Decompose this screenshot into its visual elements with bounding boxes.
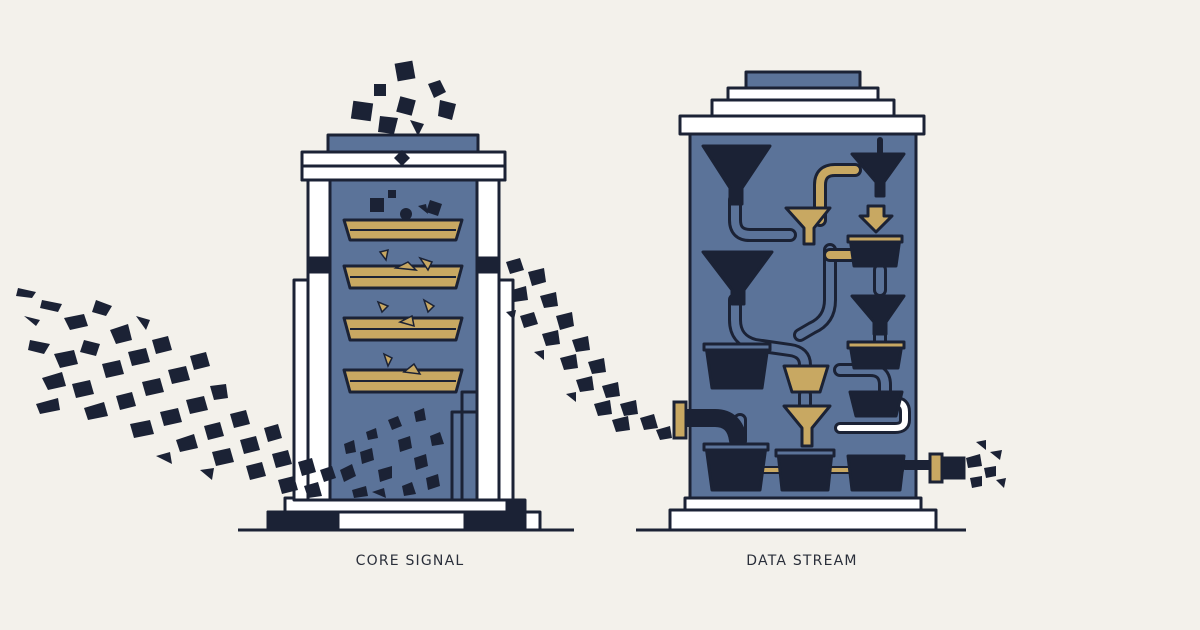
right-tower-top — [744, 70, 862, 90]
down-arrow-icon — [858, 204, 894, 234]
hopper-gold — [782, 364, 830, 394]
funnel-mid-left — [701, 250, 774, 306]
funnel-top-left — [701, 144, 772, 206]
data-stream-label: DATA STREAM — [746, 553, 858, 569]
containers — [702, 234, 906, 492]
sorting-trays — [342, 218, 464, 394]
funnel-right-mid — [850, 294, 906, 336]
bucket-bottom-mid — [776, 450, 834, 492]
inlet-flange — [672, 400, 688, 440]
left-column — [306, 173, 332, 502]
left-fragment-stream — [16, 288, 336, 498]
left-base-block — [266, 510, 340, 532]
middle-fragment-stream — [506, 258, 672, 440]
funnel-top-right — [850, 152, 906, 198]
incoming-fragments-top — [350, 60, 456, 220]
bucket-left — [704, 344, 770, 390]
tray-debris — [376, 248, 436, 375]
bucket-right-side — [848, 390, 904, 418]
bucket-bottom-left — [704, 444, 768, 492]
outgoing-fragments — [966, 440, 1006, 488]
pipe-network — [673, 137, 960, 474]
funnels — [701, 144, 906, 448]
core-signal-label: CORE SIGNAL — [355, 553, 465, 569]
outlet-pipe — [928, 452, 966, 484]
funnel-gold-upper — [784, 206, 832, 246]
right-tower-cap — [678, 114, 926, 136]
left-tower-top — [326, 133, 480, 154]
bucket-bottom-right — [846, 454, 906, 492]
funnel-gold-lower — [782, 404, 832, 448]
core-signal-tower — [238, 133, 574, 532]
fragment-pile — [340, 408, 444, 498]
right-base-plinth — [668, 508, 938, 532]
right-column — [475, 173, 501, 502]
